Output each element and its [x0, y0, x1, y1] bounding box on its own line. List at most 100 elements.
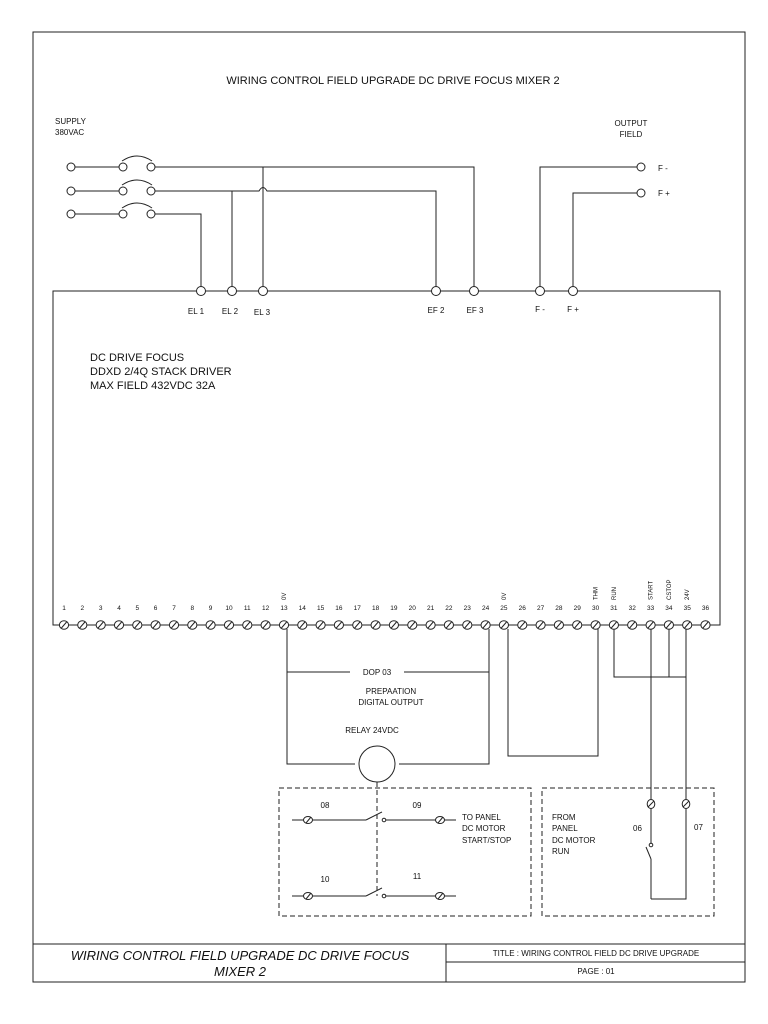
terminal-number-16: 16	[335, 605, 343, 612]
footer-title-small: TITLE : WIRING CONTROL FIELD DC DRIVE UP…	[493, 949, 699, 958]
terminal-number-4: 4	[117, 605, 121, 612]
contact-10-label: 10	[321, 875, 330, 884]
terminal-screw-3	[97, 621, 104, 629]
terminal-number-1: 1	[62, 605, 66, 612]
terminal-number-11: 11	[244, 605, 251, 612]
run-start-wiring	[613, 629, 687, 799]
title-block	[33, 943, 745, 982]
terminal-screw-23	[464, 621, 471, 629]
terminal-number-17: 17	[354, 605, 362, 612]
terminal-number-26: 26	[519, 605, 527, 612]
top-term-el2: EL 2	[222, 307, 239, 316]
terminal-number-14: 14	[299, 605, 307, 612]
supply-label-2: 380VAC	[55, 128, 84, 137]
terminal-screw-2	[79, 621, 86, 629]
relay-contacts	[292, 811, 456, 900]
relay-coil	[358, 745, 396, 783]
output-term-f-plus: F +	[658, 189, 670, 198]
terminal-number-7: 7	[172, 605, 176, 612]
terminal-number-24: 24	[482, 605, 490, 612]
terminal-screw-7	[171, 621, 177, 629]
terminal-screw-30	[592, 621, 599, 629]
top-term-f-plus: F +	[567, 305, 579, 314]
from-panel-1: FROM	[552, 813, 576, 822]
to-panel-2: DC MOTOR	[462, 824, 506, 833]
to-panel-3: START/STOP	[462, 836, 511, 845]
output-desc-1: PREPAATION	[366, 687, 417, 696]
terminal-number-36: 36	[702, 605, 710, 612]
terminal-number-30: 30	[592, 605, 600, 612]
contact-box-left	[278, 787, 532, 917]
terminal-number-6: 6	[154, 605, 158, 612]
terminal-tag-34: CSTOP	[667, 579, 673, 600]
terminal-number-20: 20	[409, 605, 417, 612]
terminal-number-13: 13	[280, 605, 288, 612]
from-panel-3: DC MOTOR	[552, 836, 596, 845]
terminal-screw-16	[335, 621, 342, 629]
contact-box-right	[541, 787, 715, 917]
terminal-screw-6	[152, 621, 159, 629]
contact-07-label: 07	[694, 823, 703, 832]
terminal-screw-13	[281, 621, 287, 629]
terminal-screw-27	[537, 621, 544, 629]
terminal-screw-35	[684, 621, 691, 629]
terminal-number-9: 9	[209, 605, 213, 612]
drive-line-1: DC DRIVE FOCUS	[90, 352, 184, 364]
terminal-tag-13: 0V	[282, 593, 288, 600]
terminal-number-34: 34	[665, 605, 673, 612]
terminal-number-28: 28	[555, 605, 563, 612]
terminal-screw-4	[116, 621, 122, 629]
output-label-1: OUTPUT	[615, 119, 648, 128]
terminal-number-22: 22	[445, 605, 453, 612]
terminal-number-3: 3	[99, 605, 103, 612]
output-desc-2: DIGITAL OUTPUT	[358, 698, 423, 707]
terminal-screw-31	[610, 621, 617, 629]
run-contacts	[645, 799, 691, 900]
output-term-f-minus: F -	[658, 164, 668, 173]
terminal-number-10: 10	[225, 605, 233, 612]
terminal-number-18: 18	[372, 605, 380, 612]
terminal-number-27: 27	[537, 605, 545, 612]
terminal-screw-25	[500, 621, 507, 629]
terminal-screw-15	[317, 621, 324, 629]
top-term-el1: EL 1	[188, 307, 205, 316]
terminal-number-15: 15	[317, 605, 325, 612]
terminal-screw-18	[372, 621, 379, 629]
terminal-number-2: 2	[80, 605, 84, 612]
terminal-screw-32	[629, 621, 636, 629]
terminal-screw-10	[226, 621, 232, 629]
contact-06-label: 06	[633, 824, 642, 833]
terminal-tag-33: START	[649, 581, 655, 600]
sheet-border	[32, 31, 746, 983]
terminal-number-5: 5	[135, 605, 139, 612]
terminal-number-21: 21	[427, 605, 435, 612]
output-label-2: FIELD	[620, 130, 643, 139]
terminal-number-23: 23	[464, 605, 472, 612]
terminal-screw-5	[134, 621, 141, 629]
terminal-tag-25: 0V	[502, 593, 508, 600]
contact-09-label: 09	[413, 801, 422, 810]
terminal-screw-21	[427, 621, 434, 629]
terminal-screw-17	[354, 621, 361, 629]
terminal-screw-12	[262, 621, 269, 629]
contact-08-label: 08	[321, 801, 330, 810]
drive-line-3: MAX FIELD 432VDC 32A	[90, 380, 216, 392]
to-panel-1: TO PANEL	[462, 813, 501, 822]
terminal-screw-20	[409, 621, 416, 629]
terminal-screw-33	[647, 621, 654, 629]
top-term-ef2: EF 2	[428, 306, 445, 315]
supply-label-1: SUPPLY	[55, 117, 87, 126]
terminal-number-19: 19	[390, 605, 398, 612]
footer-title-line-1: WIRING CONTROL FIELD UPGRADE DC DRIVE FO…	[71, 948, 410, 963]
relay-label: RELAY 24VDC	[345, 726, 399, 735]
terminal-screw-24	[482, 621, 489, 629]
contact-11-label: 11	[413, 872, 422, 881]
top-term-f-minus: F -	[535, 305, 545, 314]
drive-line-2: DDXD 2/4Q STACK DRIVER	[90, 366, 232, 378]
drive-box	[52, 286, 721, 626]
digital-output-wiring	[286, 629, 599, 783]
terminal-screw-1	[61, 621, 67, 629]
